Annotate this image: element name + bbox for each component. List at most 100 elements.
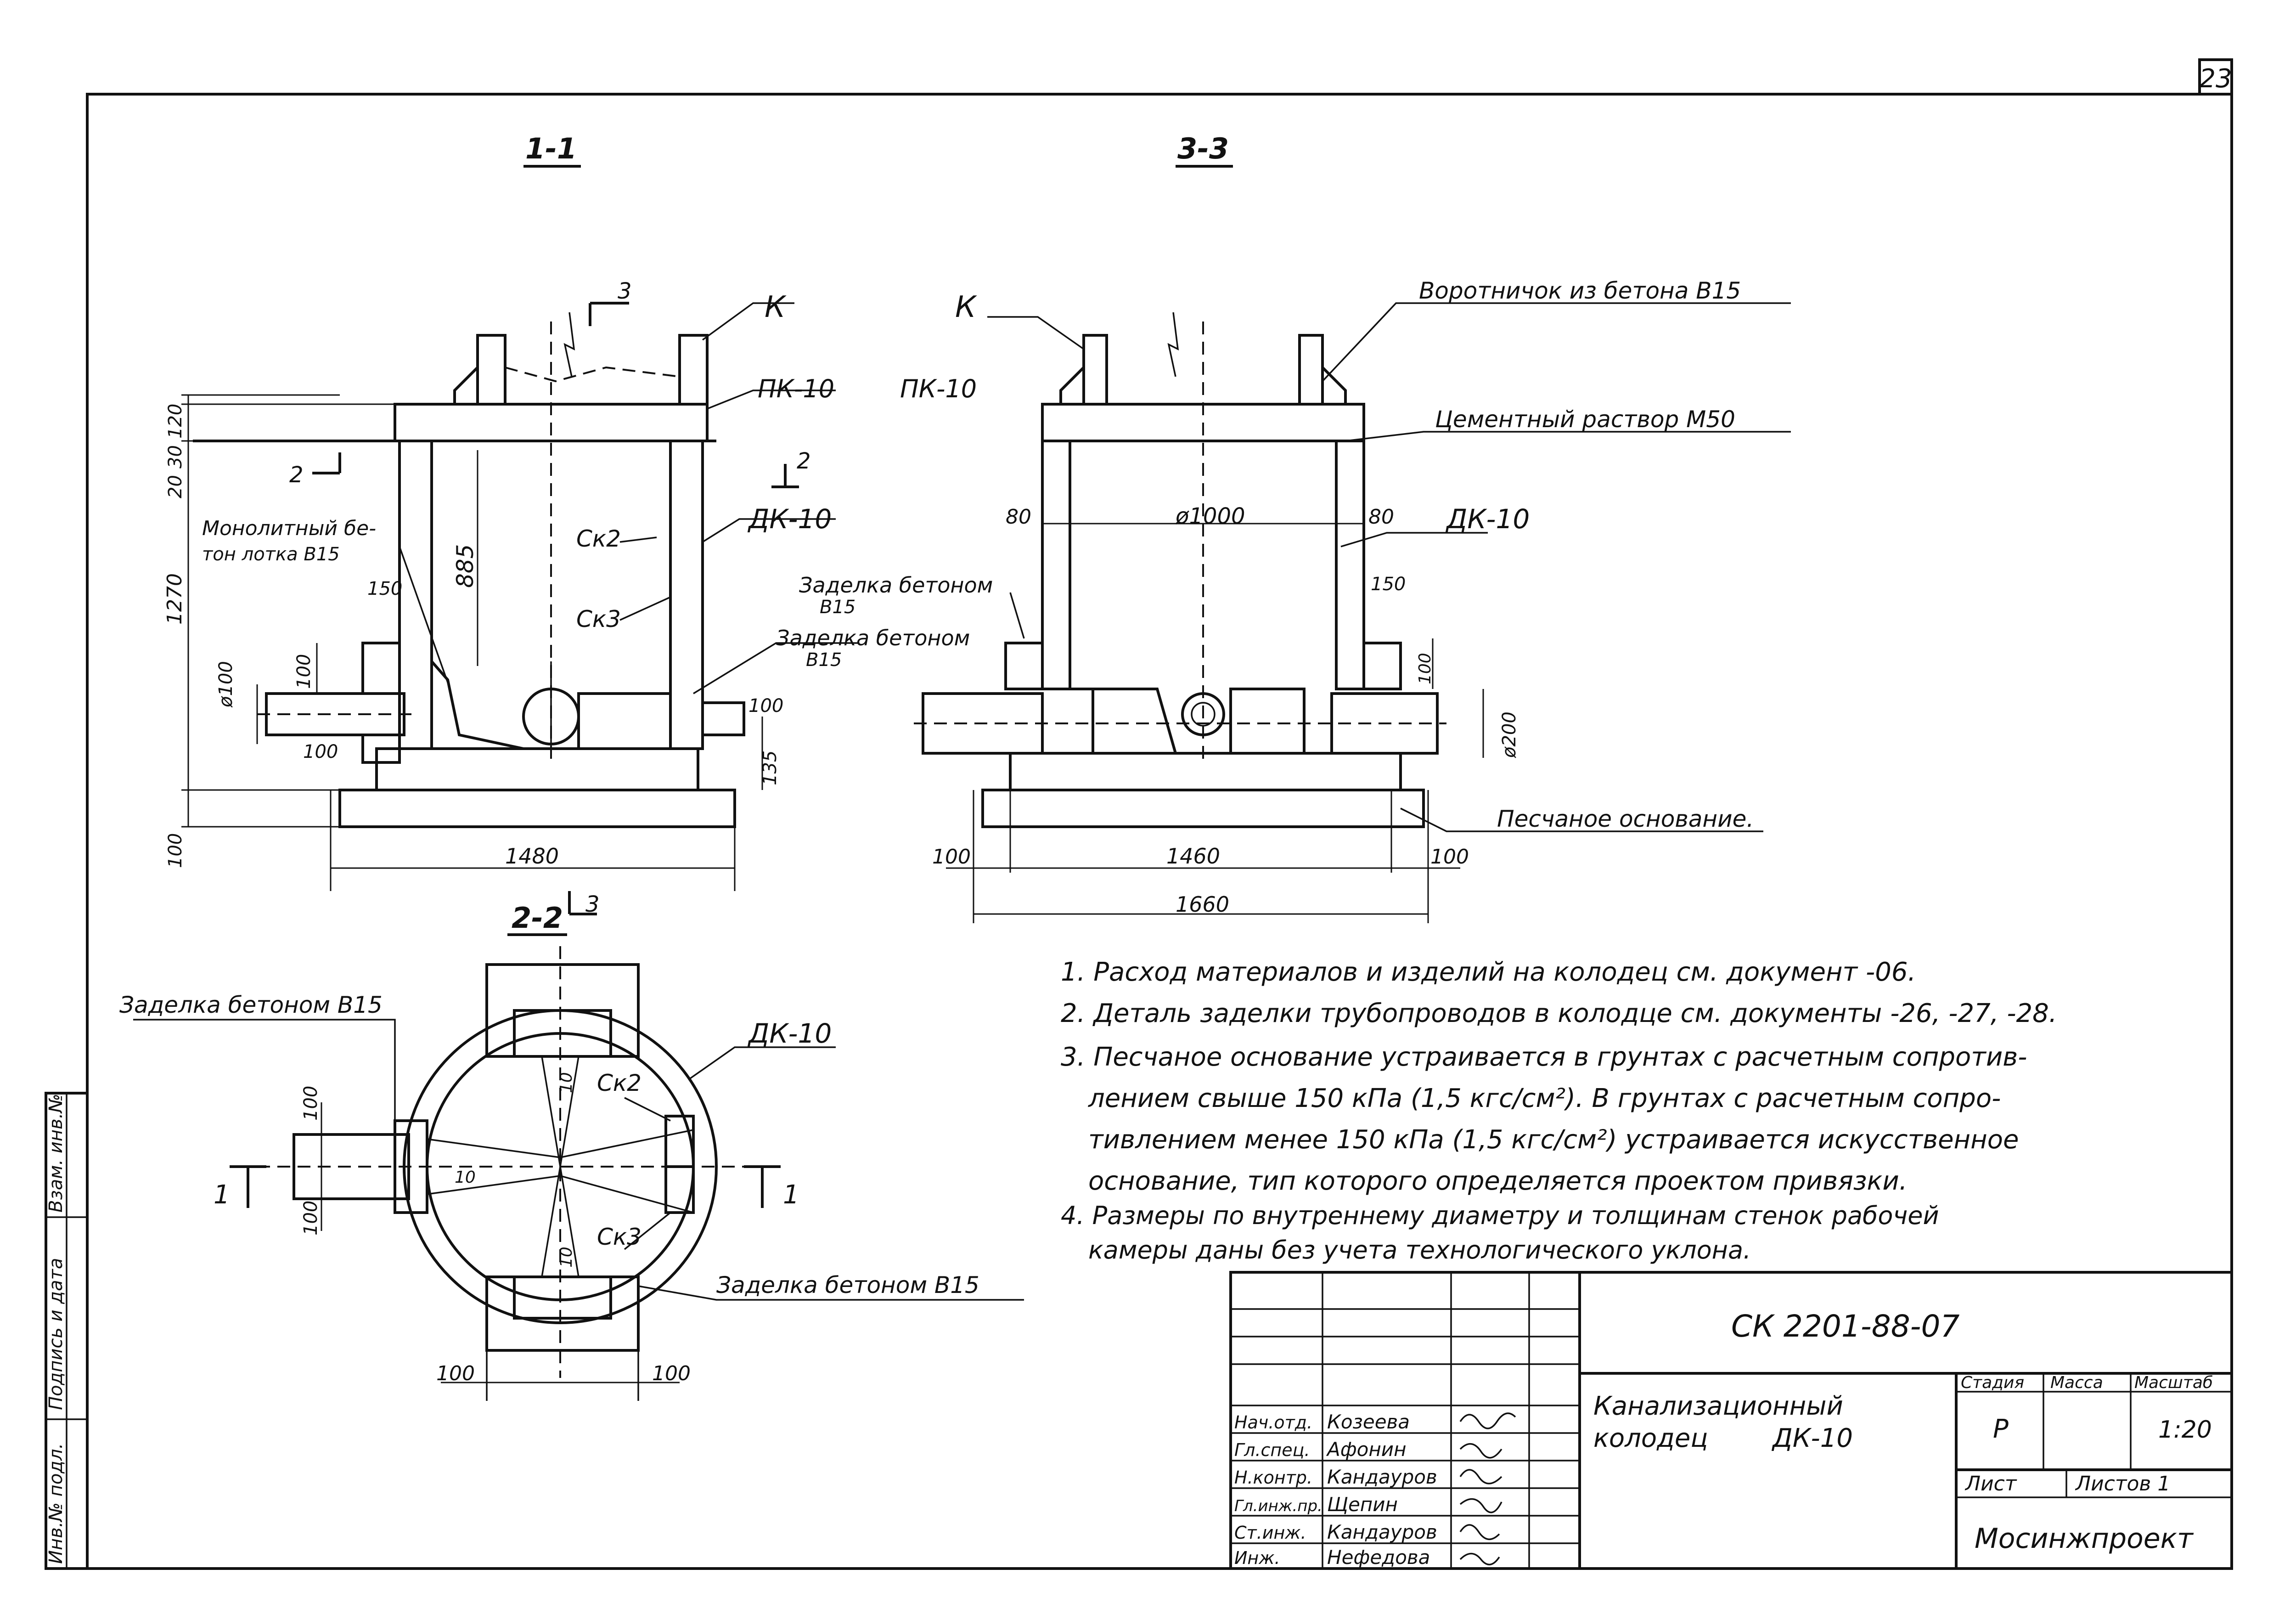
label-zadelka-plan-1: Заделка бетоном В15: [119, 992, 383, 1018]
signature-scribble: [1459, 1412, 1516, 1429]
note-line: 2. Деталь заделки трубопроводов в колодц…: [1061, 999, 2057, 1028]
dim-10-top: 10: [557, 1072, 576, 1093]
cut-mark-2-left: 2: [289, 462, 304, 488]
doc-code: СК 2201-88-07: [1731, 1309, 1959, 1344]
dim-1480: 1480: [505, 844, 559, 869]
label-monolith-1: Монолитный бе-: [202, 517, 376, 540]
section-title-3-3: 3-3: [1177, 132, 1229, 165]
label-zadelka-1b: В15: [820, 597, 855, 618]
dim-10-left: 10: [455, 1168, 476, 1187]
dim-1660: 1660: [1176, 892, 1229, 917]
sheet-frame: 23: [86, 58, 2233, 1570]
signature-scribble: [1459, 1443, 1503, 1459]
dim-20: 20: [165, 475, 186, 498]
sig-name: Кандауров: [1327, 1466, 1437, 1488]
sig-role: Гл.инж.пр.: [1234, 1497, 1322, 1515]
dim-100-plan-right: 100: [652, 1362, 691, 1385]
sig-role: Ст.инж.: [1234, 1523, 1306, 1543]
sig-role: Нач.отд.: [1234, 1412, 1312, 1433]
dim-100-plan-top: 100: [300, 1086, 321, 1121]
label-sk3: Ск3: [576, 606, 621, 632]
label-dk10-left: ДК-10: [747, 503, 832, 535]
title-line-2: колодец: [1593, 1423, 1708, 1453]
signature-scribble: [1459, 1552, 1500, 1565]
label-k-left: К: [765, 290, 787, 324]
cut-mark-3-bottom: 3: [585, 892, 600, 917]
label-pk10-left: ПК-10: [758, 374, 834, 403]
stage-header: Стадия: [1961, 1373, 2024, 1392]
sheet-number: 23: [2199, 64, 2232, 94]
section-3-3-drawing: [914, 302, 1791, 923]
label-dk10-right: ДК-10: [1445, 503, 1530, 535]
dim-100-right: 100: [748, 695, 783, 717]
signature-scribble: [1459, 1524, 1500, 1540]
sheets-label: Листов 1: [2075, 1472, 2170, 1495]
sig-name: Афонин: [1326, 1438, 1407, 1461]
dim-100-vert: 100: [293, 654, 315, 689]
label-dk10-plan: ДК-10: [747, 1018, 832, 1049]
dim-100-base-left: 100: [932, 845, 971, 869]
label-vorotnichok: Воротничок из бетона В15: [1419, 277, 1741, 304]
dim-100-plan-left: 100: [436, 1362, 475, 1385]
cut-mark-3-top: 3: [618, 278, 632, 304]
sig-name: Щепин: [1327, 1493, 1398, 1516]
cut-mark-1-right: 1: [783, 1180, 799, 1210]
dim-1270: 1270: [163, 573, 186, 625]
dim-10-bottom: 10: [557, 1247, 576, 1268]
label-cement: Цементный раствор М50: [1435, 406, 1735, 433]
label-zadelka-plan-2: Заделка бетоном В15: [716, 1272, 979, 1298]
dim-80-left: 80: [1006, 505, 1031, 529]
section-2-2-drawing: [133, 946, 1024, 1401]
dim-150-right: 150: [1371, 574, 1406, 595]
sheet-label: Лист: [1964, 1472, 2017, 1495]
dim-100-plan-bot: 100: [300, 1201, 321, 1236]
note-line: камеры даны без учета технологического у…: [1088, 1236, 1751, 1264]
title-mark: ДК-10: [1771, 1423, 1853, 1453]
note-line: 4. Размеры по внутреннему диаметру и тол…: [1061, 1201, 1939, 1230]
signature-scribble: [1459, 1498, 1503, 1513]
label-sk3-plan: Ск3: [597, 1224, 642, 1250]
label-sand: Песчаное основание.: [1497, 806, 1754, 832]
dim-80-right: 80: [1368, 505, 1394, 529]
dim-120: 120: [165, 404, 186, 439]
signature-table: Нач.отд. Козеева Гл.спец. Афонин Н.контр…: [1234, 1411, 1516, 1569]
note-line: 1. Расход материалов и изделий на колоде…: [1061, 957, 1916, 987]
scale-header: Масштаб: [2134, 1373, 2213, 1392]
dim-30: 30: [165, 445, 186, 468]
notes-block: 1. Расход материалов и изделий на колоде…: [1061, 957, 2057, 1264]
title-line-1: Канализационный: [1593, 1391, 1843, 1421]
sig-name: Нефедова: [1327, 1546, 1430, 1569]
dim-885: 885: [452, 544, 478, 588]
sig-role: Инж.: [1234, 1548, 1280, 1568]
note-line: лением свыше 150 кПа (1,5 кгс/см²). В гр…: [1088, 1084, 2001, 1113]
scale-value: 1:20: [2158, 1416, 2212, 1444]
side-stamp: Взам. инв.№ Подпись и дата Инв.№ подл.: [45, 1092, 89, 1570]
mass-header: Масса: [2050, 1373, 2103, 1392]
dim-phi200: ø200: [1499, 711, 1520, 758]
stamp-podpis: Подпись и дата: [45, 1258, 67, 1410]
section-1-1-drawing: 3 3 2 2: [181, 278, 859, 917]
stamp-inv: Инв.№ подл.: [45, 1443, 67, 1564]
section-title-2-2: 2-2: [512, 901, 563, 935]
label-sk2-plan: Ск2: [597, 1070, 642, 1096]
sig-name: Козеева: [1327, 1411, 1410, 1433]
label-zadelka-1a: Заделка бетоном: [799, 573, 993, 598]
label-monolith-2: тон лотка В15: [202, 544, 340, 565]
cut-mark-1-left: 1: [214, 1180, 230, 1210]
dim-phi100: ø100: [215, 661, 236, 708]
stamp-vzam: Взам. инв.№: [45, 1094, 67, 1213]
sig-role: Гл.спец.: [1234, 1440, 1310, 1460]
dim-1460: 1460: [1166, 844, 1220, 869]
label-pk10-right: ПК-10: [900, 374, 977, 403]
label-sk2: Ск2: [576, 525, 621, 552]
note-line: основание, тип которого определяется про…: [1088, 1166, 1908, 1196]
dim-100-base-right: 100: [1430, 845, 1469, 869]
dim-100-pipe: 100: [303, 741, 338, 762]
note-line: 3. Песчаное основание устраивается в гру…: [1061, 1042, 2027, 1072]
cut-mark-2-right: 2: [797, 448, 811, 474]
label-zadelka-2b: В15: [806, 649, 842, 671]
dim-135: 135: [760, 751, 781, 785]
dim-phi1000: ø1000: [1175, 503, 1245, 529]
note-line: тивлением менее 150 кПа (1,5 кгс/см²) ус…: [1088, 1125, 2019, 1155]
